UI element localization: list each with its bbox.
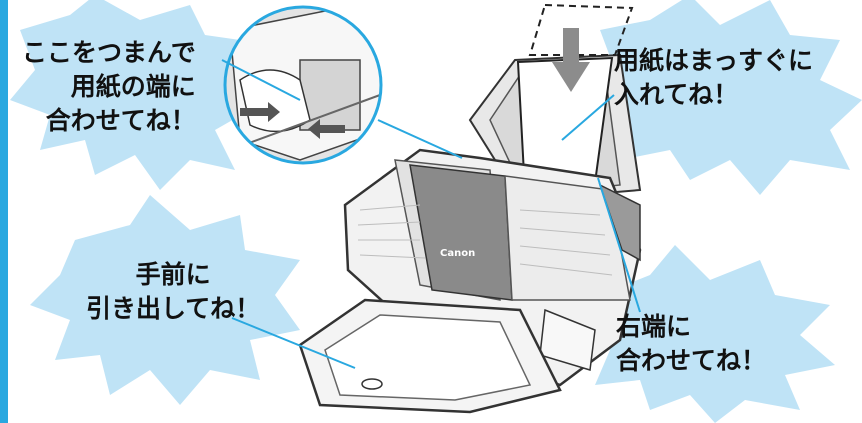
callout-line: ここをつまんで: [22, 38, 196, 67]
leader-line-right-edge: [597, 177, 641, 313]
pinch-arrows-icon: [240, 102, 345, 139]
leader-line-zoom: [377, 119, 463, 159]
output-tray: [298, 298, 562, 414]
callout-pinch-guide: ここをつまんで 用紙の端に 合わせてね！: [22, 36, 196, 138]
burst-top-left: [10, 0, 250, 190]
callout-line: 合わせてね！: [616, 346, 767, 375]
callout-line: 引き出してね！: [86, 294, 261, 323]
burst-bottom-right: [575, 245, 835, 423]
zoom-inset: [223, 5, 383, 165]
burst-top-right: [590, 0, 862, 195]
burst-bottom-left: [30, 195, 300, 405]
insert-direction-arrow-icon: [552, 28, 590, 92]
leader-line-tray: [231, 317, 356, 369]
left-accent-bar: [0, 0, 8, 423]
callout-pull-out-tray: 手前に 引き出してね！: [86, 258, 260, 326]
callout-line: 合わせてね！: [45, 106, 196, 135]
callout-align-right: 右端に 合わせてね！: [616, 310, 766, 378]
callout-line: 手前に: [135, 260, 211, 289]
callout-line: 右端に: [616, 312, 692, 341]
leader-line-pinch: [221, 59, 301, 101]
leader-line-paper: [561, 94, 615, 141]
paper-outline-dashed: [528, 3, 634, 56]
callout-line: 入れてね！: [614, 80, 739, 109]
brand-label: Canon: [440, 248, 475, 259]
leader-lines: [221, 59, 641, 369]
callout-line: 用紙の端に: [70, 72, 196, 101]
printer-body: Canon: [343, 148, 642, 387]
callout-insert-straight: 用紙はまっすぐに 入れてね！: [614, 44, 813, 112]
callout-line: 用紙はまっすぐに: [614, 46, 814, 75]
